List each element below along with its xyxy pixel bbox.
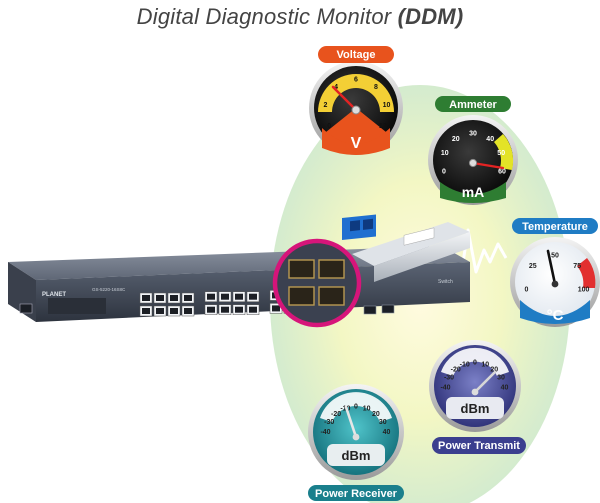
voltage-label-pill bbox=[318, 46, 394, 63]
ammeter-label: Ammeter bbox=[449, 99, 497, 111]
voltage-needle bbox=[331, 85, 358, 112]
receiver-tick: 30 bbox=[379, 419, 387, 426]
temperature-tick: 100 bbox=[578, 287, 590, 294]
page-title: Digital Diagnostic Monitor (DDM) bbox=[0, 4, 600, 30]
transmit-tick: 40 bbox=[501, 384, 509, 391]
voltage-gauge: 0 2 4 6 8 10 12 V Voltage bbox=[309, 46, 403, 155]
temperature-tick: 25 bbox=[529, 263, 537, 270]
transmit-tick: 20 bbox=[490, 367, 498, 374]
rj45-port-opening bbox=[142, 308, 150, 314]
receiver-tick: -40 bbox=[320, 429, 330, 436]
transmit-unit-box bbox=[446, 397, 504, 419]
rj45-port-opening bbox=[170, 308, 178, 314]
rj45-port-opening bbox=[235, 293, 243, 300]
receiver-unit: dBm bbox=[342, 448, 371, 463]
receiver-tick: 40 bbox=[383, 429, 391, 436]
receiver-tick: -20 bbox=[331, 411, 341, 418]
transmit-tick: 30 bbox=[497, 375, 505, 382]
ammeter-unit: mA bbox=[462, 184, 485, 200]
receiver-tick: 10 bbox=[363, 405, 371, 412]
title-prefix: Digital Diagnostic Monitor bbox=[136, 4, 398, 29]
transmit-tick: -40 bbox=[440, 384, 450, 391]
temperature-needle bbox=[546, 249, 557, 286]
ammeter-tick: 50 bbox=[497, 150, 505, 157]
sfp-slot-magnifier bbox=[272, 238, 362, 328]
transmit-needle bbox=[473, 370, 497, 394]
temperature-gauge: 0 25 50 75 100 °C Temperature bbox=[510, 218, 600, 327]
transmit-tick: -10 bbox=[460, 361, 470, 368]
transmit-unit: dBm bbox=[461, 401, 490, 416]
transmit-tick: 0 bbox=[473, 360, 477, 367]
voltage-tick: 12 bbox=[379, 123, 387, 130]
transmit-tick: -20 bbox=[451, 367, 461, 374]
rj45-port-opening bbox=[249, 306, 257, 313]
receiver-label: Power Receiver bbox=[315, 488, 398, 500]
voltage-tick: 10 bbox=[383, 102, 391, 109]
receiver-tick: 0 bbox=[354, 404, 358, 411]
led-panel bbox=[48, 298, 106, 314]
rj45-port-opening bbox=[249, 293, 257, 300]
transmit-tick: -30 bbox=[444, 375, 454, 382]
transmit-tick: 10 bbox=[481, 361, 489, 368]
ammeter-tick: 60 bbox=[498, 168, 506, 175]
rj45-port-opening bbox=[221, 293, 229, 300]
rj45-port-opening bbox=[207, 306, 215, 313]
transmit-label: Power Transmit bbox=[438, 440, 520, 452]
temperature-tick: 50 bbox=[551, 253, 559, 260]
receiver-tick: 20 bbox=[372, 411, 380, 418]
console-port bbox=[19, 303, 33, 314]
voltage-tick: 2 bbox=[324, 102, 328, 109]
voltage-tick: 8 bbox=[374, 84, 378, 91]
receiver-unit-box bbox=[327, 444, 385, 466]
transmit-label-pill bbox=[432, 437, 526, 454]
receiver-tick: -30 bbox=[324, 419, 334, 426]
uplink-port bbox=[363, 305, 377, 315]
ammeter-tick: 40 bbox=[486, 136, 494, 143]
rj45-port-opening bbox=[221, 306, 229, 313]
ammeter-tick: 20 bbox=[452, 136, 460, 143]
rj45-port-opening bbox=[235, 306, 243, 313]
uplink-port bbox=[381, 304, 395, 314]
receiver-needle bbox=[344, 405, 358, 439]
temperature-tick: 0 bbox=[524, 287, 528, 294]
ammeter-tick: 30 bbox=[469, 131, 477, 138]
rj45-port-opening bbox=[170, 295, 178, 301]
ammeter-label-pill bbox=[435, 96, 511, 112]
network-switch: PLANET GS-5220-16S8C Switch bbox=[8, 246, 470, 322]
switch-brand: PLANET bbox=[42, 292, 66, 298]
voltage-unit: V bbox=[351, 135, 362, 152]
rj45-port-opening bbox=[184, 295, 192, 301]
rj45-port-opening bbox=[142, 295, 150, 301]
temperature-tick: 75 bbox=[573, 263, 581, 270]
temperature-label-pill bbox=[512, 218, 598, 234]
temperature-tick-labels: 0 25 50 75 100 bbox=[524, 253, 589, 294]
voltage-label: Voltage bbox=[337, 49, 376, 61]
sfp-transceiver bbox=[342, 214, 470, 282]
voltage-tick: 6 bbox=[354, 77, 358, 84]
rj45-port-opening bbox=[272, 305, 280, 312]
switch-model: GS-5220-16S8C bbox=[92, 287, 126, 292]
voltage-tick: 4 bbox=[334, 84, 338, 91]
temperature-label: Temperature bbox=[522, 221, 588, 233]
ammeter-tick: 0 bbox=[442, 168, 446, 175]
rj45-port-opening bbox=[207, 293, 215, 300]
title-emphasis: (DDM) bbox=[397, 4, 464, 29]
rj45-port-opening bbox=[156, 308, 164, 314]
rj45-port-opening bbox=[156, 295, 164, 301]
temperature-unit: °C bbox=[547, 307, 564, 324]
ammeter-needle bbox=[471, 161, 505, 170]
switch-suffix: Switch bbox=[438, 279, 453, 285]
receiver-label-pill bbox=[308, 485, 404, 501]
rj45-port-opening bbox=[184, 308, 192, 314]
ammeter-tick: 10 bbox=[441, 150, 449, 157]
voltage-tick: 0 bbox=[327, 123, 331, 130]
voltage-tick-labels: 0 2 4 6 8 10 12 bbox=[324, 77, 391, 131]
